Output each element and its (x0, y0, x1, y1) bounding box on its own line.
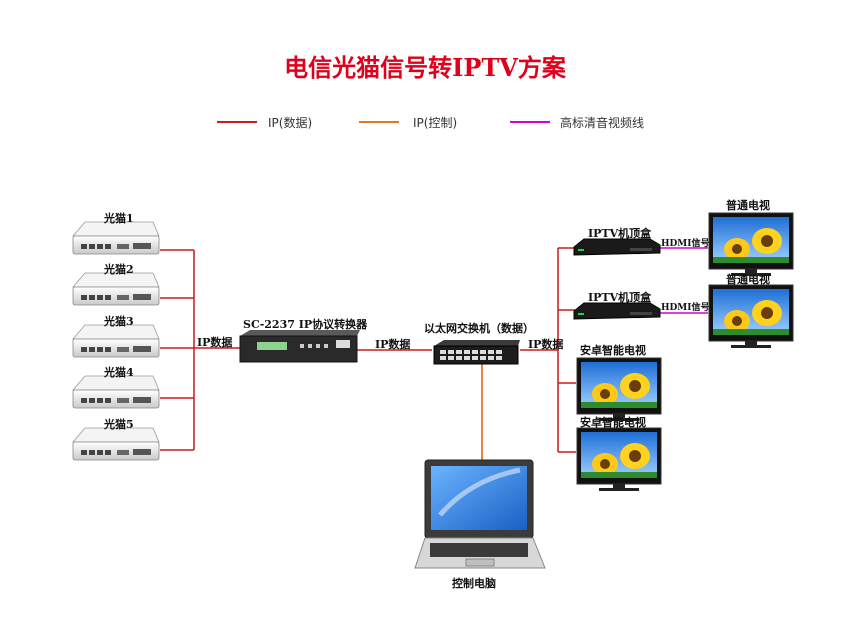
tv-label: 普通电视 (726, 199, 770, 212)
modem-label: 光猫5 (104, 418, 134, 431)
legend-label-data: IP(数据) (268, 116, 313, 130)
tv-icon (708, 284, 794, 349)
protocol-converter-icon (239, 330, 360, 363)
set-top-box-icon (573, 238, 661, 256)
set-top-box-icon (573, 302, 661, 320)
modem-icon (72, 375, 160, 409)
modem-icon (72, 272, 160, 306)
link-label-converter: IP数据 (375, 338, 411, 351)
modem-icon (72, 427, 160, 461)
stb-label: IPTV机顶盒 (588, 227, 652, 240)
hdmi-lines (660, 247, 708, 314)
tv-label: 普通电视 (726, 273, 770, 286)
modem-icon (72, 221, 160, 255)
hdmi-label: HDMI信号 (661, 239, 710, 249)
stb-label: IPTV机顶盒 (588, 291, 652, 304)
link-label-modems: IP数据 (197, 336, 233, 349)
legend-label-control: IP(控制) (413, 116, 458, 130)
ethernet-switch-icon (433, 340, 520, 365)
converter-label: SC-2237 IP协议转换器 (243, 318, 368, 331)
legend-lines (217, 121, 550, 123)
laptop-icon (414, 459, 546, 569)
link-label-switch: IP数据 (528, 338, 564, 351)
tv-icon (708, 212, 794, 277)
modem-label: 光猫4 (104, 366, 134, 379)
hdmi-label: HDMI信号 (661, 303, 710, 313)
smart-tv-label: 安卓智能电视 (580, 344, 646, 357)
modem-label: 光猫3 (104, 315, 134, 328)
page-title: 电信光猫信号转IPTV方案 (284, 53, 566, 82)
smart-tv-label: 安卓智能电视 (580, 416, 646, 429)
data-lines-modems (160, 247, 576, 453)
modem-label: 光猫2 (104, 263, 134, 276)
tv-icon (576, 357, 662, 422)
legend-label-hdmi: 高标清音视频线 (560, 116, 645, 130)
pc-label: 控制电脑 (452, 577, 496, 590)
modem-icon (72, 324, 160, 358)
modem-label: 光猫1 (104, 212, 134, 225)
switch-label: 以太网交换机（数据） (424, 322, 534, 335)
tv-icon (576, 427, 662, 492)
